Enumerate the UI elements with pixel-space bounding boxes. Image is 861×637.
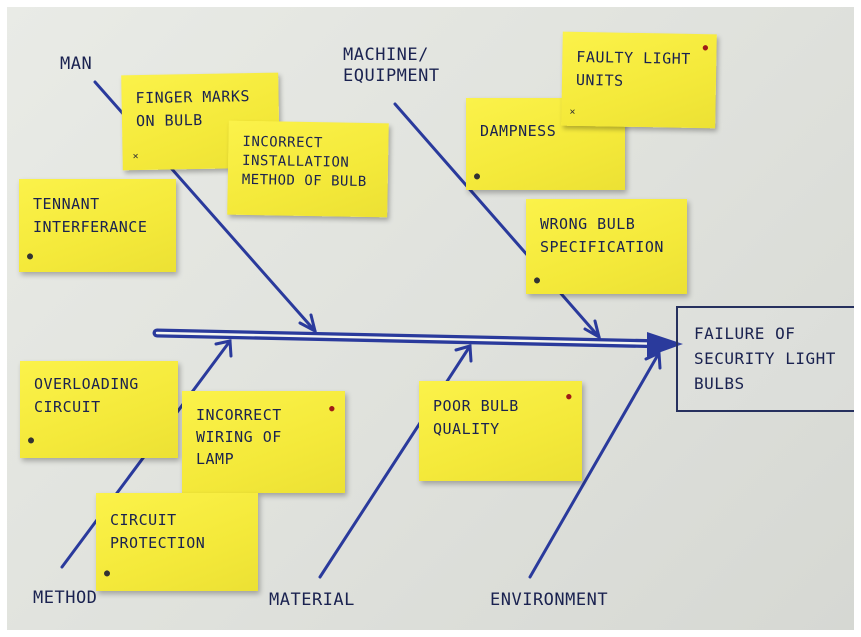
- category-man: MAN: [60, 54, 93, 74]
- environment-bone: [528, 351, 661, 579]
- effect-box: FAILURE OF SECURITY LIGHT BULBS: [676, 306, 854, 412]
- spine-arrowhead: [647, 332, 683, 357]
- pin-mark: ●: [534, 275, 541, 286]
- note-text: INCORRECT INSTALLATION METHOD OF BULB: [241, 133, 367, 190]
- note-incorrect-installation: INCORRECT INSTALLATION METHOD OF BULB: [227, 120, 389, 218]
- pin-mark: ●: [474, 171, 481, 182]
- note-dampness: DAMPNESS ●: [466, 98, 625, 190]
- pin-mark: ●: [27, 251, 34, 262]
- category-material: MATERIAL: [269, 590, 355, 610]
- note-text: CIRCUIT PROTECTION: [110, 511, 206, 553]
- note-wrong-bulb-specification: WRONG BULB SPECIFICATION ●: [526, 199, 687, 294]
- pin-mark: ×: [569, 106, 577, 118]
- category-method: METHOD: [33, 588, 98, 608]
- category-machine-equipment: MACHINE/ EQUIPMENT: [343, 45, 440, 87]
- note-text: TENNANT INTERFERANCE: [33, 195, 148, 237]
- note-text: OVERLOADING CIRCUIT: [34, 375, 139, 417]
- pin-mark: ●: [28, 435, 35, 446]
- pin-mark: ●: [702, 43, 709, 54]
- pin-mark: ●: [329, 404, 335, 414]
- machine-arrowhead: [583, 319, 602, 341]
- note-faulty-light-units: FAULTY LIGHT UNITS ● ×: [561, 31, 717, 129]
- pin-mark: ●: [104, 568, 111, 579]
- note-tennant-interference: TENNANT INTERFERANCE ●: [19, 179, 176, 272]
- note-poor-bulb-quality: POOR BULB QUALITY ●: [419, 381, 582, 481]
- pin-mark: ×: [132, 151, 140, 163]
- environment-arrowhead: [644, 350, 662, 370]
- note-text: WRONG BULB SPECIFICATION: [540, 215, 664, 257]
- note-text: FAULTY LIGHT UNITS: [575, 47, 691, 90]
- whiteboard: MAN MACHINE/ EQUIPMENT METHOD MATERIAL E…: [7, 7, 854, 630]
- category-environment: ENVIRONMENT: [490, 590, 609, 610]
- note-text: INCORRECT WIRING OF LAMP: [196, 406, 282, 468]
- spine-highlight: [155, 331, 669, 346]
- note-circuit-protection: CIRCUIT PROTECTION ●: [96, 493, 258, 591]
- machine-bone: [393, 102, 601, 339]
- note-text: DAMPNESS: [480, 122, 557, 140]
- note-overloading-circuit: OVERLOADING CIRCUIT ●: [20, 361, 178, 458]
- note-incorrect-wiring: INCORRECT WIRING OF LAMP ●: [182, 391, 345, 493]
- method-arrowhead: [214, 339, 233, 358]
- effect-text: FAILURE OF SECURITY LIGHT BULBS: [694, 324, 836, 393]
- pin-mark: ●: [566, 392, 572, 402]
- man-arrowhead: [298, 313, 318, 334]
- note-text: POOR BULB QUALITY: [433, 397, 519, 439]
- material-arrowhead: [454, 344, 473, 363]
